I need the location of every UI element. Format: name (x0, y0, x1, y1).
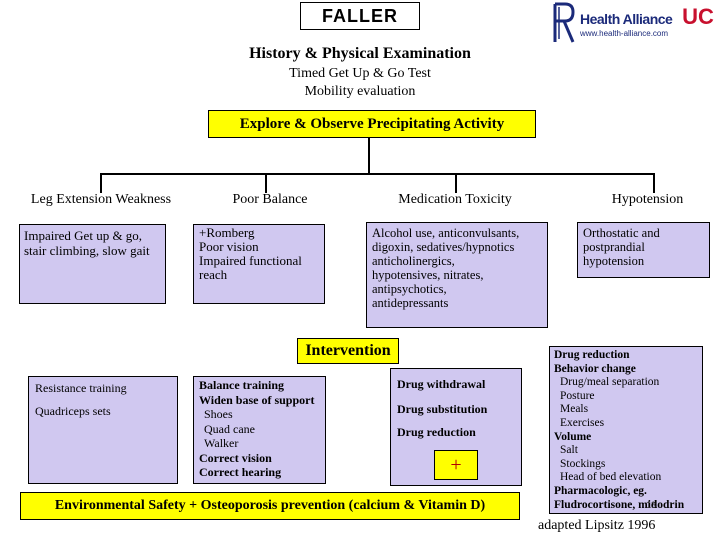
citation: adapted Lipsitz 1996 (538, 518, 656, 533)
connector-bar (100, 173, 655, 175)
plus-sign: + (450, 454, 462, 476)
balance-intervention-line: Balance training (199, 378, 285, 392)
connector-medication (455, 173, 457, 193)
medication-finding-line: antipsychotics, (372, 282, 447, 296)
hypotension-intervention-line: Exercises (560, 416, 605, 429)
hypotension-intervention-line: Head of bed elevation (560, 471, 662, 484)
page-number: 13 (646, 500, 657, 510)
history-heading: History & Physical Examination (249, 45, 471, 62)
leg-findings-box: Impaired Get up & go, stair climbing, sl… (19, 224, 166, 304)
hypotension-intervention-line: Pharmacologic, eg. (554, 484, 647, 497)
medication-finding-line: digoxin, sedatives/hypnotics (372, 240, 515, 254)
hypotension-finding-line: postprandial (583, 240, 645, 254)
medication-finding-line: anticholinergics, (372, 254, 455, 268)
intervention-box: Intervention (297, 338, 399, 364)
category-medication-title: Medication Toxicity (398, 192, 512, 207)
balance-intervention-line: Shoes (204, 407, 233, 421)
connector-trunk (368, 138, 370, 174)
environment-label: Environmental Safety + Osteoporosis prev… (54, 498, 486, 513)
medication-intervention-line: Drug substitution (397, 402, 488, 416)
leg-intervention-line: Quadriceps sets (35, 404, 111, 418)
balance-intervention-line: Correct hearing (199, 465, 282, 479)
logo-brand: Health Alliance (580, 11, 673, 27)
hypotension-intervention-line: Posture (560, 389, 595, 402)
category-hypotension-title: Hypotension (611, 192, 684, 207)
hypotension-intervention-line: Volume (554, 430, 592, 443)
health-alliance-logo-icon (553, 2, 575, 43)
hypotension-intervention-line: Drug reduction (554, 349, 630, 361)
leg-finding-line: stair climbing, slow gait (24, 243, 150, 258)
explore-box: Explore & Observe Precipitating Activity (208, 110, 536, 138)
history-line-1: Timed Get Up & Go Test (289, 66, 431, 81)
connector-leg (100, 173, 102, 193)
balance-interventions-box: Balance training Widen base of support S… (193, 376, 326, 484)
health-alliance-logo: Health Alliance www.health-alliance.com (552, 2, 674, 46)
category-balance-title: Poor Balance (232, 192, 308, 207)
medication-findings-box: Alcohol use, anticonvulsants, digoxin, s… (366, 222, 548, 328)
logo-url: www.health-alliance.com (580, 29, 669, 38)
hypotension-finding-line: hypotension (583, 254, 645, 268)
balance-intervention-line: Correct vision (199, 450, 272, 465)
explore-label: Explore & Observe Precipitating Activity (239, 116, 505, 132)
medication-finding-line: hypotensives, nitrates, (372, 268, 484, 282)
medication-finding-line: antidepressants (372, 296, 449, 310)
balance-intervention-line: Walker (204, 436, 239, 450)
connector-balance (265, 173, 267, 193)
hypotension-intervention-line: Salt (560, 444, 578, 457)
hypotension-intervention-line: Fludrocortisone, midodrin (554, 498, 685, 511)
balance-intervention-line: Widen base of support (199, 392, 315, 407)
leg-interventions-box: Resistance training Quadriceps sets (28, 376, 178, 484)
connector-hypotension (653, 173, 655, 193)
environment-box: Environmental Safety + Osteoporosis prev… (20, 492, 520, 520)
uc-logo: UC (682, 4, 714, 34)
title-box: FALLER (300, 2, 420, 30)
medication-finding-line: Alcohol use, anticonvulsants, (372, 226, 520, 240)
hypotension-intervention-line: Behavior change (554, 362, 636, 375)
balance-finding-line: reach (199, 267, 228, 282)
balance-findings-box: +Romberg Poor vision Impaired functional… (193, 224, 325, 304)
leg-intervention-line: Resistance training (35, 381, 127, 395)
balance-intervention-line: Quad cane (204, 421, 255, 436)
balance-finding-line: Impaired functional (199, 253, 302, 268)
uc-logo-text: UC (682, 4, 714, 29)
hypotension-finding-line: Orthostatic and (583, 226, 660, 240)
hypotension-intervention-line: Drug/meal separation (560, 376, 660, 389)
plus-box: + (434, 450, 478, 480)
medication-intervention-line: Drug reduction (397, 425, 476, 439)
hypotension-intervention-line: Meals (560, 403, 589, 416)
balance-finding-line: +Romberg (199, 225, 255, 240)
intervention-label: Intervention (305, 342, 391, 359)
page-title: FALLER (322, 6, 398, 26)
hypotension-interventions-box: Drug reduction Behavior change Drug/meal… (549, 346, 703, 514)
history-line-2: Mobility evaluation (304, 84, 416, 99)
balance-finding-line: Poor vision (199, 239, 259, 254)
leg-finding-line: Impaired Get up & go, (24, 228, 143, 243)
hypotension-intervention-line: Stockings (560, 457, 606, 470)
category-leg-title: Leg Extension Weakness (30, 192, 172, 207)
hypotension-findings-box: Orthostatic and postprandial hypotension (577, 222, 710, 278)
medication-intervention-line: Drug withdrawal (397, 377, 486, 391)
